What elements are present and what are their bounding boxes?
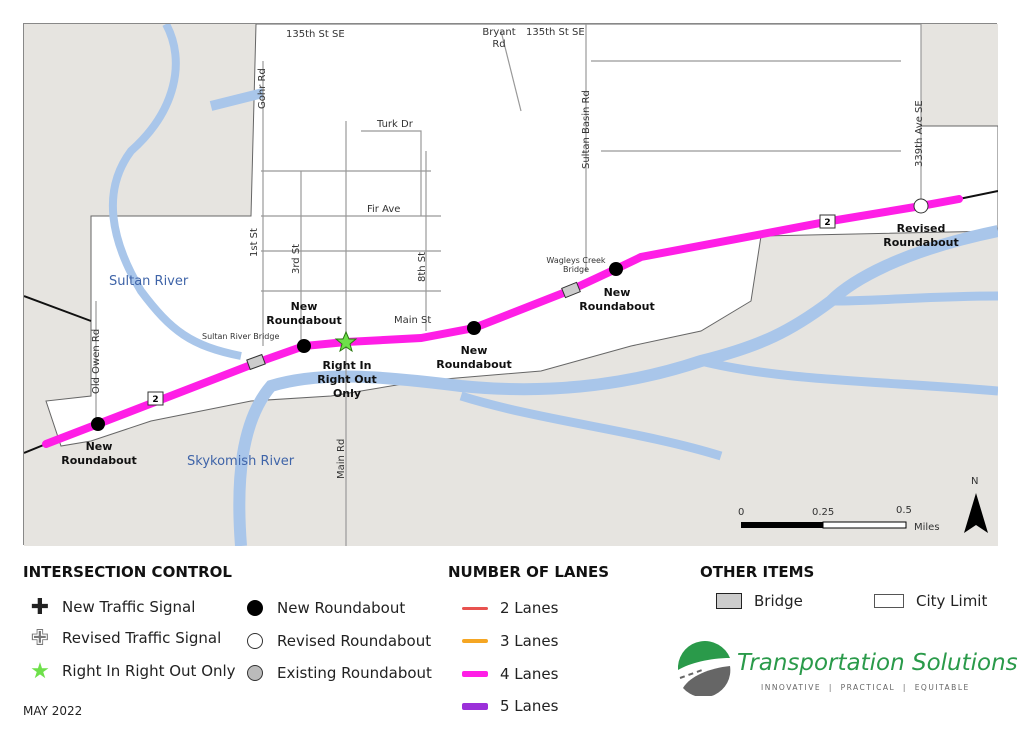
logo-icon	[678, 641, 731, 696]
street-label: 3rd St	[291, 243, 302, 274]
lanes-legend-title: NUMBER OF LANES	[448, 563, 610, 581]
star-icon	[334, 330, 358, 353]
map[interactable]: 2 2 135th St SE Bryant Rd 135th St SE Go…	[23, 23, 998, 546]
line-5-lanes	[462, 702, 488, 710]
legend-item: Revised Roundabout	[245, 631, 431, 651]
legend-item: City Limit	[874, 592, 987, 610]
street-label: Gohr Rd	[257, 68, 268, 109]
river-label: Skykomish River	[187, 454, 295, 469]
line-2-lanes	[462, 606, 488, 610]
street-label: Main Rd	[336, 438, 347, 479]
map-canvas: 2 2	[24, 24, 998, 546]
route-shield: 2	[819, 214, 836, 229]
legend-item: ✚New Traffic Signal	[30, 594, 196, 620]
street-label: Old Owen Rd	[91, 328, 102, 394]
intersection-legend-title: INTERSECTION CONTROL	[23, 563, 232, 581]
street-label: 135th St SE	[526, 27, 585, 38]
legend-item: 4 Lanes	[462, 665, 558, 683]
bridge	[246, 353, 266, 371]
new-roundabout	[297, 339, 311, 353]
intersection-label: New Roundabout	[266, 300, 342, 327]
legend-item: 3 Lanes	[462, 632, 558, 650]
logo-name: Transportation Solutions	[737, 650, 1018, 676]
legend-item: Bridge	[716, 592, 803, 610]
street-label: 339th Ave SE	[914, 100, 925, 167]
scale-unit: Miles	[914, 522, 940, 533]
street-label: Sultan Basin Rd	[581, 90, 592, 169]
line-4-lanes	[462, 671, 488, 677]
existing-roundabout-icon	[245, 663, 265, 683]
street-label: Bryant Rd	[482, 27, 516, 50]
legend-item: 5 Lanes	[462, 697, 558, 715]
street-label: 8th St	[417, 251, 428, 282]
north-arrow-icon	[964, 493, 988, 533]
logo-tagline: INNOVATIVE | PRACTICAL | EQUITABLE	[761, 683, 970, 692]
new-roundabout	[91, 417, 105, 431]
bridge-icon	[716, 593, 742, 609]
new-roundabout	[609, 262, 623, 276]
legend-item: 2 Lanes	[462, 599, 558, 617]
street-label: Turk Dr	[377, 119, 413, 130]
plus-outline-icon: ✙	[30, 625, 50, 651]
scale-bar	[741, 521, 907, 529]
new-roundabout	[467, 321, 481, 335]
scale-tick: 0	[738, 507, 745, 518]
street-label: 1st St	[249, 228, 260, 257]
plus-icon: ✚	[30, 594, 50, 620]
intersection-label: Right In Right Out Only	[317, 359, 377, 400]
legend-item: Existing Roundabout	[245, 663, 432, 683]
street-label: Main St	[394, 315, 432, 326]
intersection-label: New Roundabout	[579, 286, 655, 313]
street-label: 135th St SE	[286, 29, 345, 40]
star-icon: ★	[30, 658, 50, 684]
company-logo: Transportation Solutions INNOVATIVE | PR…	[675, 638, 1020, 698]
north-label: N	[971, 476, 979, 487]
route-shield: 2	[147, 391, 164, 406]
legend-item: ✙Revised Traffic Signal	[30, 625, 222, 651]
intersection-label: Revised Roundabout	[883, 222, 959, 249]
street-label: Fir Ave	[367, 204, 401, 215]
date-label: MAY 2022	[23, 704, 83, 718]
scale-tick: 0.25	[812, 507, 835, 518]
svg-text:2: 2	[824, 218, 830, 228]
line-3-lanes	[462, 639, 488, 643]
scale-tick: 0.5	[896, 505, 912, 516]
bridge	[561, 281, 581, 299]
svg-text:2: 2	[152, 395, 158, 405]
city-limit-icon	[874, 594, 904, 608]
bridge-label: Sultan River Bridge	[202, 332, 280, 341]
sultan-river	[108, 24, 242, 360]
legend-item: ★Right In Right Out Only	[30, 658, 236, 684]
legend-item: New Roundabout	[245, 598, 405, 618]
skykomish-river	[233, 225, 998, 546]
other-legend-title: OTHER ITEMS	[700, 563, 815, 581]
revised-roundabout	[913, 198, 929, 214]
bridge-label: Wagleys Creek Bridge	[546, 256, 606, 274]
new-roundabout-icon	[245, 598, 265, 618]
intersection-label: New Roundabout	[61, 440, 137, 467]
revised-roundabout-icon	[245, 631, 265, 651]
intersection-label: New Roundabout	[436, 344, 512, 371]
river-label: Sultan River	[109, 274, 189, 289]
